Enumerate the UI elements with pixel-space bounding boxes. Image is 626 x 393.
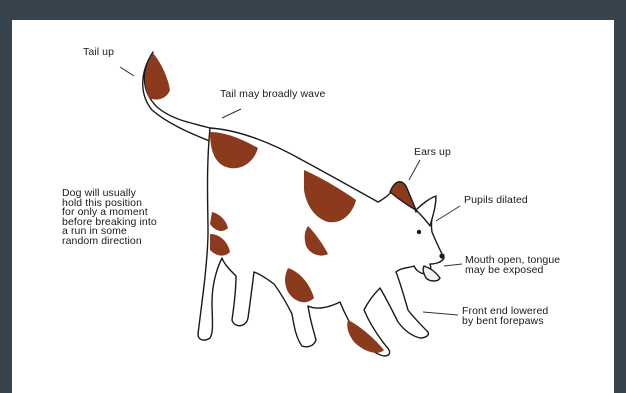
label-mouth-open: Mouth open, tongue may be exposed	[465, 256, 560, 275]
leader-tail-wave	[222, 109, 241, 118]
leader-ears-up	[409, 160, 420, 180]
leader-tail-up	[120, 67, 134, 76]
label-tail-up: Tail up	[83, 48, 114, 58]
label-ears-up: Ears up	[414, 148, 451, 158]
diagram-panel: Tail up Tail may broadly wave Ears up Pu…	[12, 20, 614, 393]
label-front-end-lowered: Front end lowered by bent forepaws	[462, 307, 548, 326]
leader-front-end	[423, 312, 458, 315]
leader-pupils	[436, 206, 460, 221]
dog-eye	[417, 230, 421, 234]
dog-nose	[439, 253, 444, 258]
leader-mouth	[444, 264, 462, 266]
label-pupils-dilated: Pupils dilated	[464, 196, 528, 206]
label-hold-position: Dog will usually hold this position for …	[62, 189, 157, 246]
label-tail-wave: Tail may broadly wave	[220, 90, 325, 100]
dog-tongue	[423, 266, 440, 281]
